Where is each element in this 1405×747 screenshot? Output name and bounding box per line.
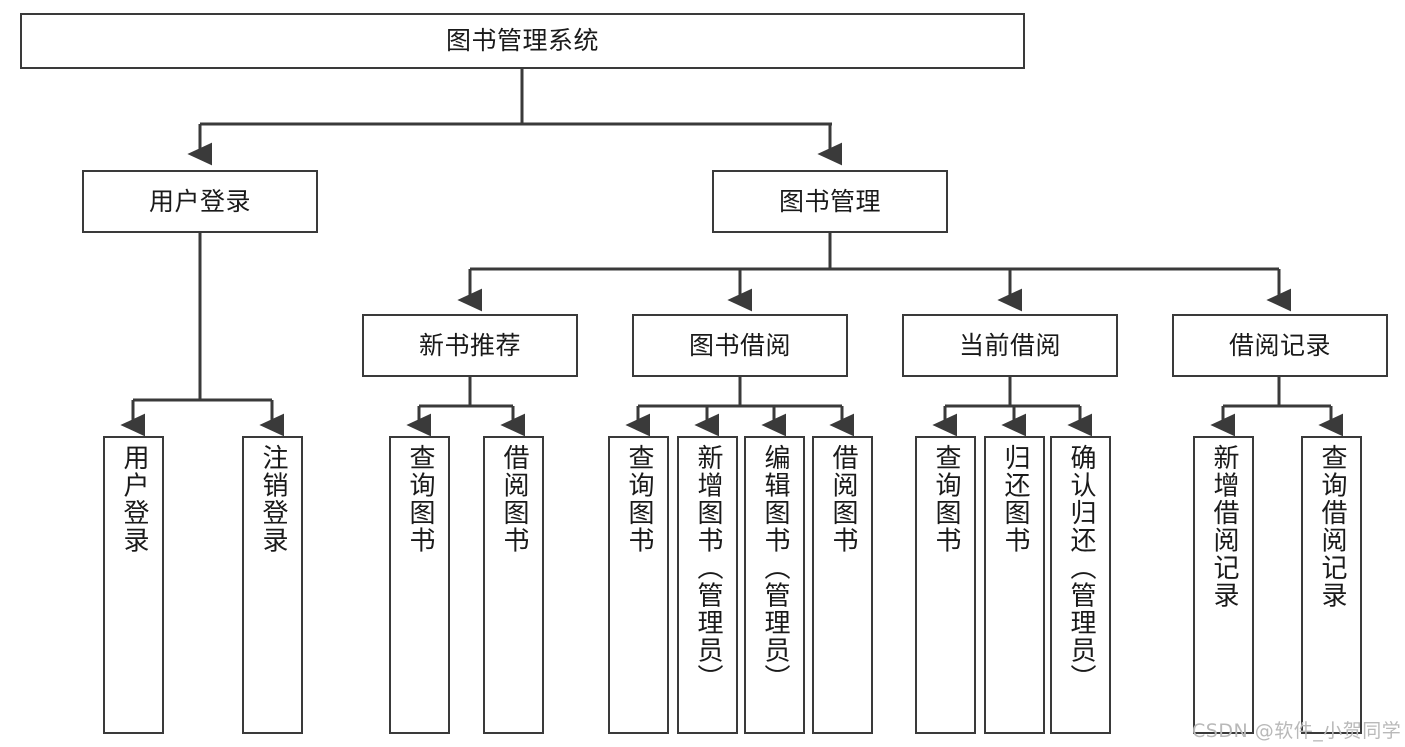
node-user-login[interactable]: 用户登录 bbox=[82, 170, 318, 233]
node-label: 图书借阅 bbox=[688, 330, 791, 360]
node-label: 查询图书 bbox=[405, 444, 436, 554]
node-book-borrow[interactable]: 图书借阅 bbox=[632, 314, 848, 377]
node-label: 图书管理系统 bbox=[445, 26, 599, 56]
node-new-book-recommend[interactable]: 新书推荐 bbox=[362, 314, 578, 377]
node-label: 用户登录 bbox=[119, 444, 150, 554]
node-leaf-edit-book[interactable]: 编辑图书（管理员） bbox=[744, 436, 805, 734]
csdn-watermark: CSDN @软件_小贺同学 bbox=[1192, 720, 1402, 742]
node-leaf-query-book-3[interactable]: 查询图书 bbox=[915, 436, 976, 734]
node-label: 编辑图书（管理员） bbox=[760, 444, 791, 692]
node-label: 借阅图书 bbox=[828, 444, 859, 554]
node-label: 新书推荐 bbox=[418, 330, 521, 360]
node-label: 查询图书 bbox=[624, 444, 655, 554]
node-label: 确认归还（管理员） bbox=[1066, 444, 1097, 692]
node-root-book-management-system[interactable]: 图书管理系统 bbox=[20, 13, 1025, 69]
node-leaf-borrow-book-2[interactable]: 借阅图书 bbox=[812, 436, 873, 734]
node-leaf-add-record[interactable]: 新增借阅记录 bbox=[1193, 436, 1254, 734]
node-label: 借阅记录 bbox=[1228, 330, 1331, 360]
node-borrow-record[interactable]: 借阅记录 bbox=[1172, 314, 1388, 377]
node-leaf-query-book-1[interactable]: 查询图书 bbox=[389, 436, 450, 734]
node-leaf-return-book[interactable]: 归还图书 bbox=[984, 436, 1045, 734]
node-label: 查询图书 bbox=[931, 444, 962, 554]
node-leaf-query-record[interactable]: 查询借阅记录 bbox=[1301, 436, 1362, 734]
node-leaf-query-book-2[interactable]: 查询图书 bbox=[608, 436, 669, 734]
node-label: 借阅图书 bbox=[499, 444, 530, 554]
node-book-management[interactable]: 图书管理 bbox=[712, 170, 948, 233]
node-label: 用户登录 bbox=[148, 186, 251, 216]
node-leaf-logout[interactable]: 注销登录 bbox=[242, 436, 303, 734]
node-current-borrow[interactable]: 当前借阅 bbox=[902, 314, 1118, 377]
node-leaf-user-login[interactable]: 用户登录 bbox=[103, 436, 164, 734]
node-label: 注销登录 bbox=[258, 444, 289, 554]
node-label: 查询借阅记录 bbox=[1317, 444, 1348, 609]
node-label: 归还图书 bbox=[1000, 444, 1031, 554]
node-label: 新增借阅记录 bbox=[1209, 444, 1240, 609]
node-leaf-add-book[interactable]: 新增图书（管理员） bbox=[677, 436, 738, 734]
node-leaf-confirm-return[interactable]: 确认归还（管理员） bbox=[1050, 436, 1111, 734]
node-label: 当前借阅 bbox=[958, 330, 1061, 360]
node-label: 图书管理 bbox=[778, 186, 881, 216]
node-leaf-borrow-book-1[interactable]: 借阅图书 bbox=[483, 436, 544, 734]
node-label: 新增图书（管理员） bbox=[693, 444, 724, 692]
